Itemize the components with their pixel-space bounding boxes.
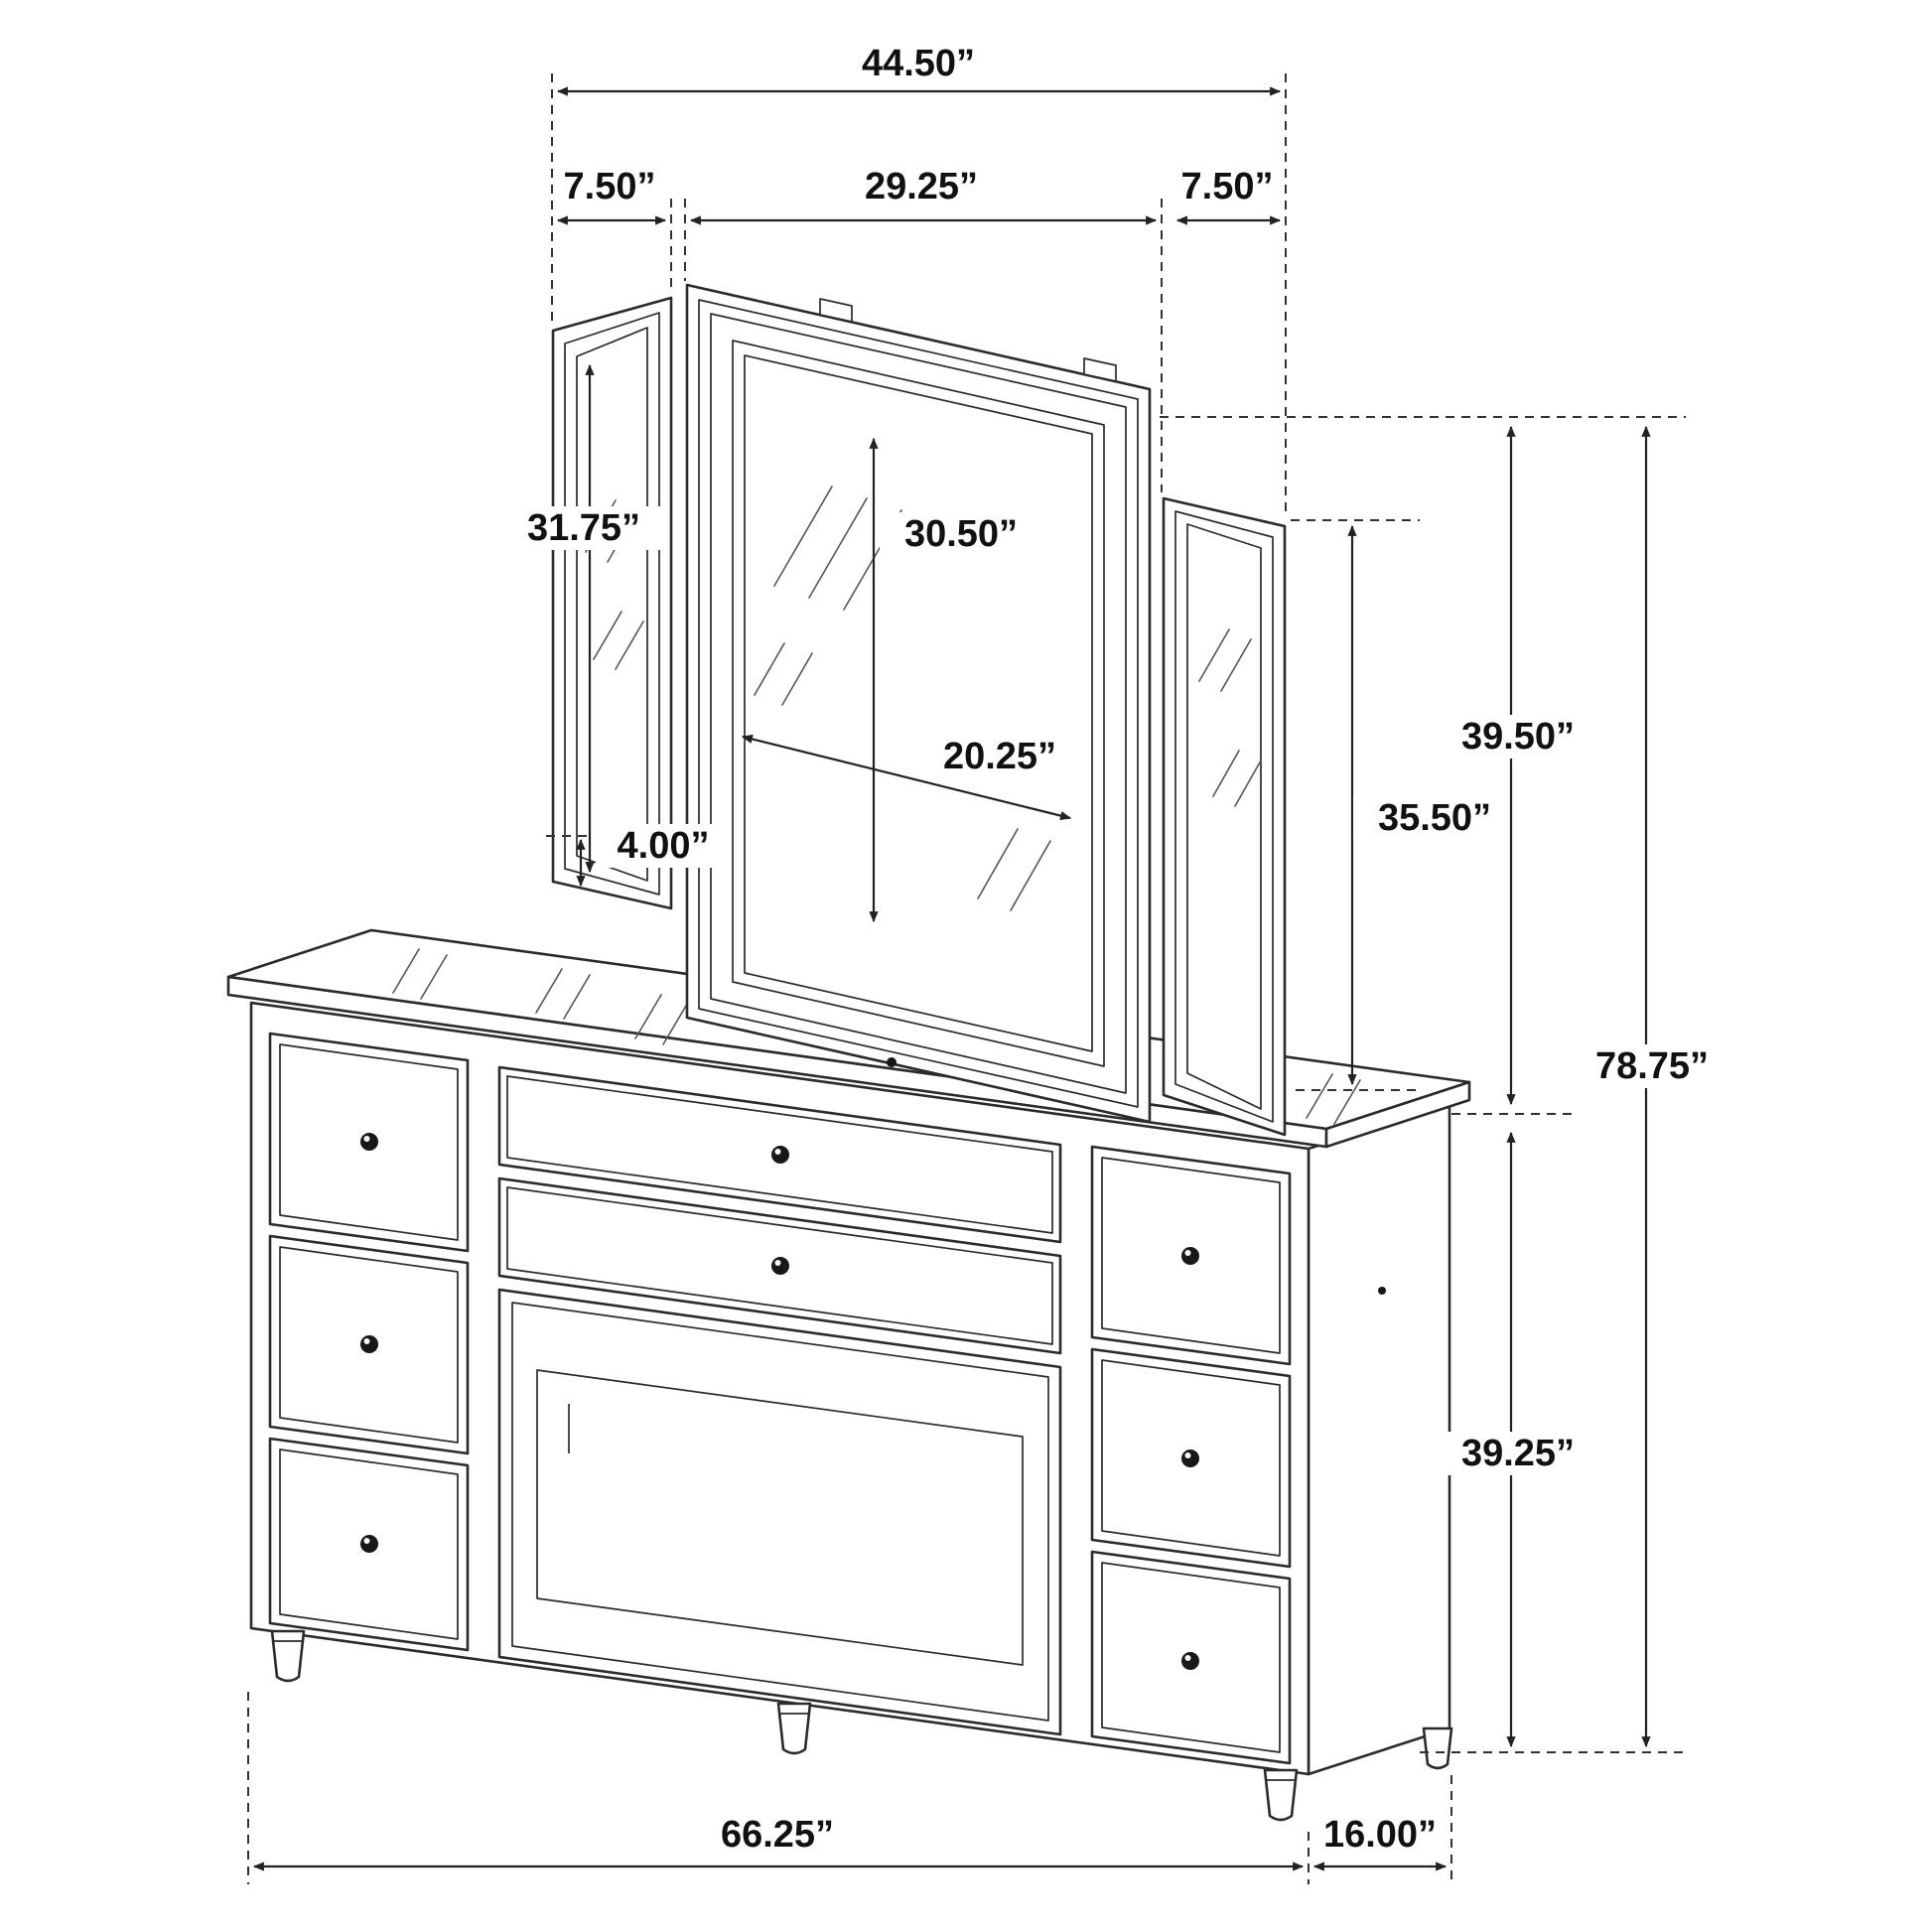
drawer-knob — [1181, 1652, 1199, 1670]
mirror-center-panel — [685, 283, 1152, 1124]
drawer-knob — [771, 1146, 789, 1164]
dim-label: 7.50” — [1181, 166, 1274, 207]
dim-label: 30.50” — [904, 513, 1018, 555]
drawer-center-top — [497, 1065, 1062, 1244]
drawer-left-bottom — [268, 1437, 470, 1652]
drawer-right-top — [1090, 1145, 1292, 1366]
dim-mirror-left-panel-height: 31.75” — [502, 363, 665, 874]
mirror-top-clip — [819, 298, 853, 323]
dim-label: 16.00” — [1323, 1814, 1437, 1856]
glass-hatch-marks — [392, 948, 1361, 1125]
drawer-left-top — [268, 1032, 470, 1253]
dim-label: 7.50” — [564, 166, 656, 207]
drawer-center-bottom — [497, 1288, 1062, 1736]
dim-dresser-height: 39.25” — [1437, 1131, 1599, 1748]
side-panel-dot — [1378, 1287, 1386, 1295]
dim-label: 78.75” — [1595, 1045, 1709, 1087]
foot — [1263, 1768, 1299, 1822]
extension-lines — [247, 73, 1688, 1884]
drawer-knob — [1181, 1247, 1199, 1265]
dim-label: 35.50” — [1378, 797, 1491, 839]
dim-mirror-center-width: 29.25” — [689, 166, 1158, 225]
mirror-assembly — [551, 283, 1287, 1137]
dim-overall-height: 78.75” — [1571, 425, 1733, 1748]
mirror-left-panel — [551, 296, 673, 910]
drawer-knob — [771, 1257, 789, 1275]
dim-mirror-right-panel-width: 7.50” — [1175, 166, 1282, 225]
drawer-right-middle — [1090, 1347, 1292, 1569]
dim-mirror-left-panel-width: 7.50” — [556, 166, 667, 225]
foot — [270, 1629, 306, 1683]
dim-mirror-center-glass-width: 20.25” — [741, 734, 1081, 821]
drawer-knob — [360, 1535, 378, 1553]
dim-dresser-width: 66.25” — [252, 1814, 1305, 1871]
drawer-right-bottom — [1090, 1550, 1292, 1765]
dim-label: 44.50” — [862, 43, 975, 84]
glass-hatch-marks — [1198, 628, 1262, 807]
dim-label: 29.25” — [865, 166, 978, 207]
dim-label: 4.00” — [618, 825, 710, 867]
foot — [776, 1702, 812, 1755]
drawer-knob — [1181, 1449, 1199, 1467]
dim-mirror-right-panel-height: 35.50” — [1347, 524, 1516, 1086]
foot — [1422, 1726, 1453, 1770]
dim-label: 20.25” — [943, 736, 1056, 777]
dim-label: 39.25” — [1461, 1433, 1575, 1474]
mirror-base-dot — [887, 1057, 897, 1067]
dim-mirror-center-glass-height: 30.50” — [869, 437, 1042, 923]
dresser-feet — [270, 1629, 1453, 1822]
dresser — [226, 928, 1471, 1822]
drawer-knob — [360, 1133, 378, 1151]
dim-dresser-depth: 16.00” — [1312, 1814, 1448, 1871]
mirror-right-panel — [1162, 496, 1287, 1137]
mirror-top-clip — [1083, 357, 1117, 382]
dim-label: 66.25” — [721, 1814, 834, 1856]
dim-mirror-overall-width: 44.50” — [556, 43, 1282, 96]
dim-mirror-panel-bottom-gap: 4.00” — [576, 824, 731, 888]
drawer-knob — [360, 1335, 378, 1353]
drawer-center-middle — [497, 1176, 1062, 1355]
drawer-left-middle — [268, 1234, 470, 1455]
dimension-annotations: 44.50” 7.50” 29.25” 7.50” 31.75” 30.50” — [247, 43, 1733, 1884]
dim-label: 39.50” — [1461, 716, 1575, 758]
dim-label: 31.75” — [527, 507, 640, 549]
dim-mirror-total-height: 39.50” — [1437, 425, 1599, 1106]
